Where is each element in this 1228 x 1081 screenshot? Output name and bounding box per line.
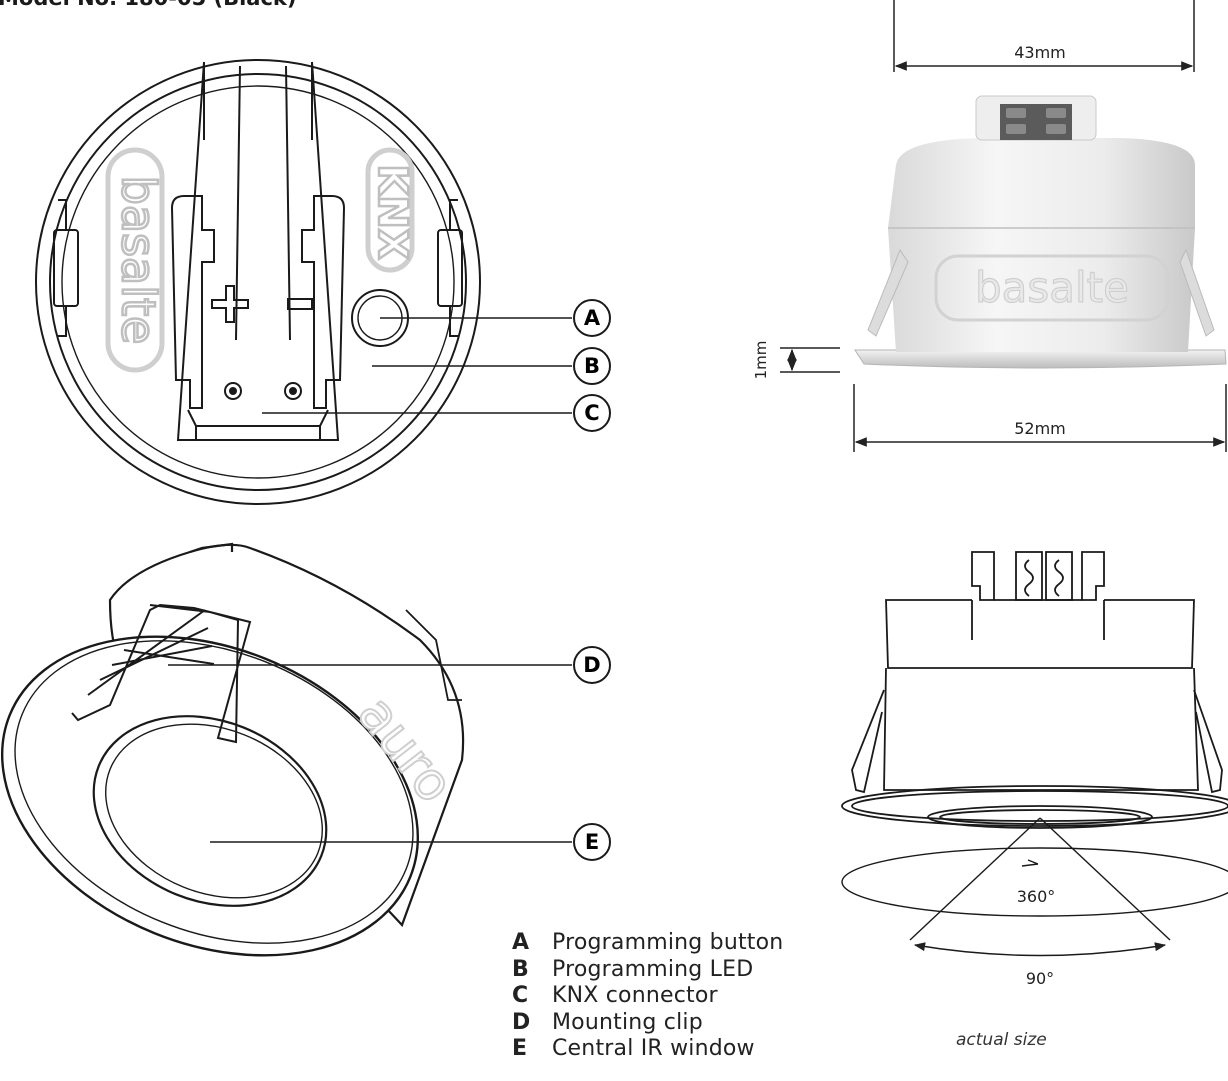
legend-label: Programming LED (552, 956, 754, 982)
dimension-flange-height-label: 1mm (752, 341, 770, 380)
dimension-top-width-label: 43mm (1014, 43, 1066, 62)
callout-marker-e: E (573, 823, 611, 861)
mounting-clip (71, 603, 252, 744)
legend-row-e: E Central IR window (512, 1036, 783, 1063)
basalte-badge (105, 147, 165, 373)
legend-key: E (512, 1036, 528, 1061)
legend-row-d: D Mounting clip (512, 1010, 783, 1037)
inner-ring (49, 73, 467, 491)
minus-symbol (287, 298, 313, 310)
legend-label: Mounting clip (552, 1009, 703, 1035)
legend-row-b: B Programming LED (512, 957, 783, 984)
page-title: Model No. 180-05 (Black) (0, 0, 296, 10)
svg-text:E: E (585, 830, 599, 854)
dimension-bottom-width-label: 52mm (1014, 419, 1066, 438)
leader-lines-perspective (168, 664, 572, 843)
legend-key: D (512, 1009, 531, 1035)
product-photo: basalte (854, 95, 1227, 369)
legend-label: Programming button (552, 930, 784, 955)
legend-row-a: A Programming button (512, 930, 783, 957)
legend-label: Central IR window (552, 1036, 755, 1061)
top-view-drawing (35, 59, 481, 505)
dimension-flange-height (780, 347, 840, 373)
legend-key: B (512, 956, 529, 982)
knx-logo-text: KNX (369, 164, 415, 259)
leader-lines-top (262, 317, 572, 414)
outer-ring (35, 59, 481, 505)
photo-basalte-logo: basalte (975, 263, 1129, 312)
svg-text:C: C (584, 401, 599, 425)
callout-marker-a: A (573, 299, 611, 337)
actual-size-drawing (841, 551, 1228, 917)
detection-cone (909, 817, 1171, 957)
ir-window (92, 715, 328, 907)
basalte-logo-text: basalte (112, 176, 166, 345)
knx-badge (365, 147, 415, 273)
callout-markers-top: A B C (573, 299, 611, 432)
cone-angle-label: 90° (1026, 969, 1054, 988)
callout-markers-perspective: D E (573, 646, 611, 861)
callout-marker-b: B (573, 347, 611, 385)
legend-row-c: C KNX connector (512, 983, 783, 1010)
actual-size-caption: actual size (956, 1030, 1047, 1050)
svg-text:D: D (583, 653, 600, 677)
legend-key: A (512, 930, 530, 955)
svg-text:B: B (584, 354, 600, 378)
top-view-branding: basalte KNX (105, 147, 416, 373)
plus-symbol (211, 285, 249, 323)
callout-marker-c: C (573, 394, 611, 432)
dimension-bottom-width (853, 384, 1227, 452)
callout-marker-d: D (573, 646, 611, 684)
legend-label: KNX connector (552, 983, 718, 1008)
legend-key: C (512, 983, 529, 1008)
dimension-top-width (893, 0, 1195, 72)
callout-legend: A Programming button B Programming LED C… (512, 930, 783, 1063)
perspective-view-drawing (0, 542, 465, 957)
coverage-angle-label: 360° (1017, 887, 1056, 906)
svg-text:A: A (584, 306, 601, 330)
